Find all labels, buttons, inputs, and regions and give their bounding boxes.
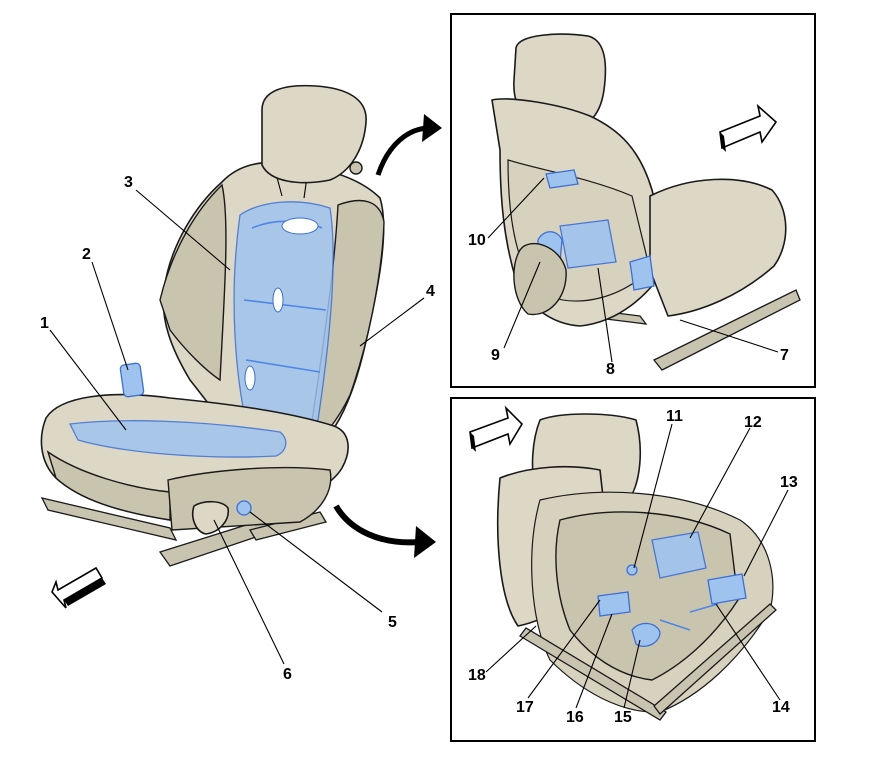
callout-11: 11 bbox=[666, 408, 683, 425]
callout-2: 2 bbox=[82, 246, 91, 263]
callout-10: 10 bbox=[468, 232, 486, 249]
callout-14: 14 bbox=[772, 699, 790, 716]
direction-arrow-icon bbox=[719, 103, 778, 152]
callout-4: 4 bbox=[426, 283, 435, 300]
callout-17: 17 bbox=[516, 699, 534, 716]
callout-12: 12 bbox=[744, 414, 762, 431]
leader-lines bbox=[49, 177, 789, 709]
callout-18: 18 bbox=[468, 667, 486, 684]
inset-rear-view bbox=[450, 13, 816, 388]
curved-arrow-icon bbox=[333, 504, 436, 558]
callout-16: 16 bbox=[566, 709, 584, 726]
direction-arrow-icon bbox=[469, 405, 524, 452]
direction-arrow-icon bbox=[51, 566, 106, 609]
callout-3: 3 bbox=[124, 174, 133, 191]
callout-1: 1 bbox=[40, 315, 49, 332]
curved-arrow-icon bbox=[375, 114, 442, 176]
main-seat bbox=[40, 84, 385, 567]
inset-underside-view bbox=[450, 397, 816, 742]
callout-8: 8 bbox=[606, 361, 615, 378]
callout-6: 6 bbox=[283, 666, 292, 683]
callout-7: 7 bbox=[780, 347, 789, 364]
callout-13: 13 bbox=[780, 474, 798, 491]
callout-5: 5 bbox=[388, 614, 397, 631]
callout-labels: 1 2 3 4 5 6 7 8 9 10 11 12 13 14 15 16 1… bbox=[40, 174, 798, 726]
callout-9: 9 bbox=[491, 347, 500, 364]
callout-15: 15 bbox=[614, 709, 632, 726]
